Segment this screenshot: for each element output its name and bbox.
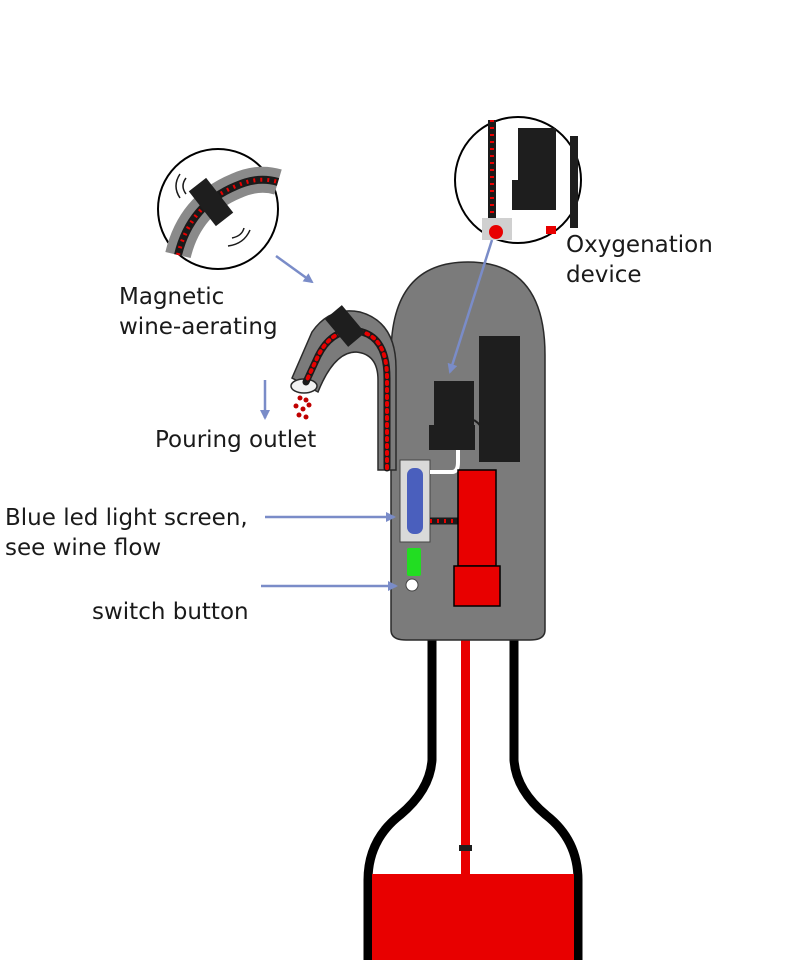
suction-tube-clip <box>459 845 472 851</box>
blue-led-screen <box>399 459 431 543</box>
zoom-tube-channel <box>174 175 280 256</box>
green-indicator <box>407 548 421 576</box>
oxygen-pump-base <box>429 425 475 450</box>
label-oxygenation: Oxygenation device <box>566 230 713 290</box>
spout <box>290 305 397 472</box>
label-magnetic-line1: Magnetic <box>119 284 225 310</box>
arrow-oxygenation <box>447 239 494 374</box>
zoom-magnet <box>188 177 234 227</box>
label-blue-led: Blue led light screen, see wine flow <box>5 503 248 563</box>
label-blue-led-line2: see wine flow <box>5 535 162 561</box>
magnetic-zoom-circle <box>157 148 282 270</box>
label-oxygenation-line1: Oxygenation <box>566 232 713 258</box>
label-switch-button: switch button <box>92 599 249 625</box>
zoom-oxy-pump <box>518 128 556 182</box>
oxygen-wire <box>473 419 491 463</box>
wine-bottle <box>363 636 583 960</box>
label-magnetic: Magnetic wine-aerating <box>119 282 278 342</box>
suction-tube-pipe <box>461 606 470 874</box>
zoom-oxy-red-small <box>546 226 556 234</box>
wine-drops <box>293 395 312 420</box>
white-connector-tube <box>430 448 460 474</box>
pump-body <box>457 469 497 567</box>
pump-assembly <box>453 469 501 607</box>
battery <box>479 336 520 462</box>
oxygenation-zoom-circle <box>454 116 582 244</box>
oxygenation-device <box>429 336 520 463</box>
suction-tube <box>459 606 472 874</box>
label-oxygenation-line2: device <box>566 262 642 288</box>
zoom-wave-right <box>227 227 251 247</box>
zoom-oxy-wall <box>570 136 578 228</box>
zoom-wave-left <box>175 173 187 199</box>
led-bar <box>407 468 423 534</box>
label-blue-led-line1: Blue led light screen, <box>5 505 248 531</box>
pump-base <box>453 565 501 607</box>
zoom-oxy-pump-base <box>512 180 556 210</box>
label-magnetic-line2: wine-aerating <box>119 314 278 340</box>
zoom-oxy-red <box>489 225 503 239</box>
arrow-magnetic <box>275 254 314 284</box>
pointer-arrows <box>260 239 494 591</box>
bottle-wine <box>372 874 574 960</box>
magnetic-band <box>325 305 365 347</box>
switch-button <box>405 578 419 592</box>
oxygen-pump <box>434 381 474 427</box>
label-pouring-outlet: Pouring outlet <box>155 427 317 453</box>
